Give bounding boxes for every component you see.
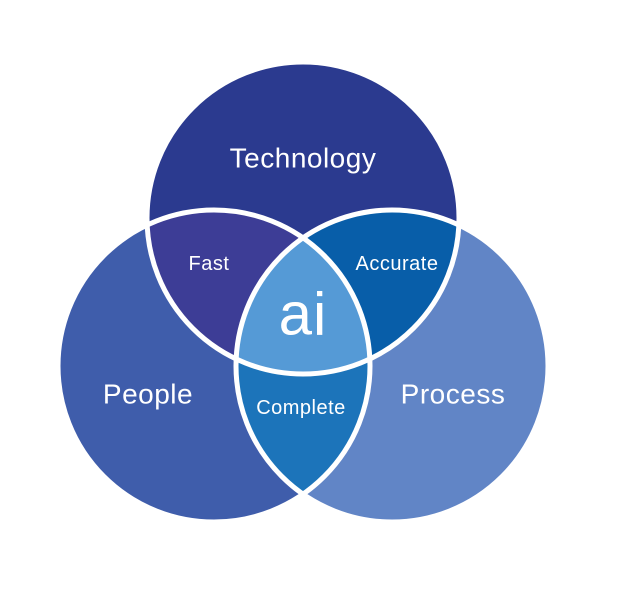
complete-label: Complete bbox=[256, 397, 346, 419]
people-label: People bbox=[103, 379, 193, 410]
process-circle-outline bbox=[233, 207, 551, 525]
people-circle-outline bbox=[55, 207, 373, 525]
accurate-label: Accurate bbox=[356, 253, 439, 275]
process-label: Process bbox=[401, 379, 506, 410]
technology-circle-outline bbox=[144, 59, 462, 377]
technology-label: Technology bbox=[230, 143, 377, 174]
ai-label: ai bbox=[279, 281, 328, 348]
ai-center-region bbox=[236, 210, 370, 374]
fast-label: Fast bbox=[189, 253, 230, 275]
